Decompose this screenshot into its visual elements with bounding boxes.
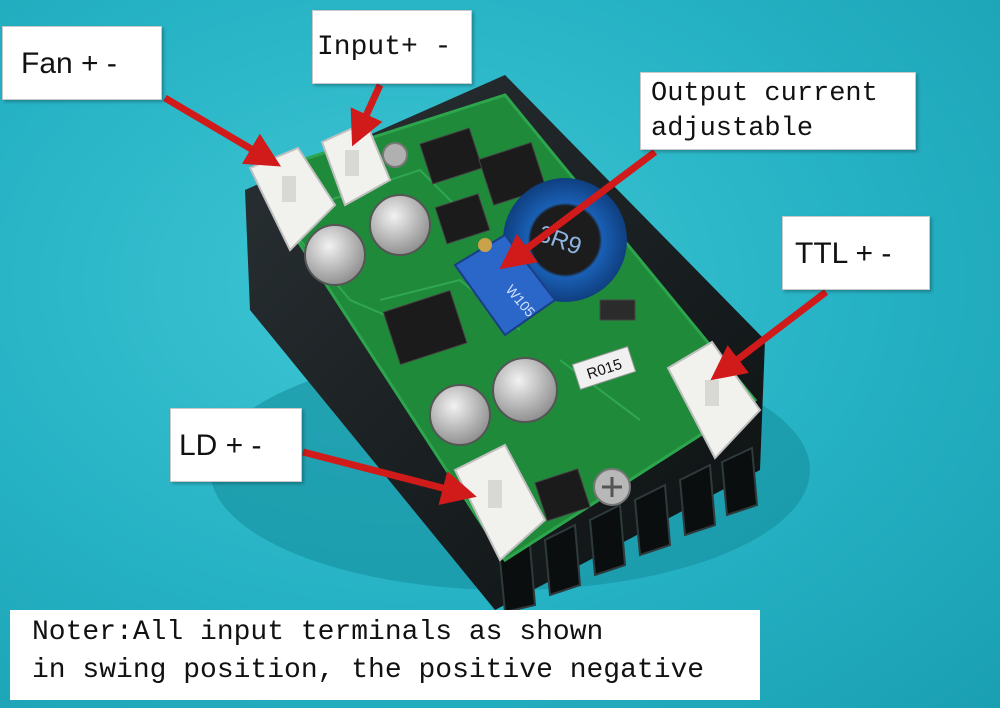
arrow-fan bbox=[163, 94, 282, 167]
sense-resistor: R015 bbox=[571, 346, 637, 390]
arrow-input bbox=[350, 83, 384, 147]
label-input: Input+ - bbox=[312, 10, 472, 84]
label-output-line1: Output current bbox=[651, 79, 878, 109]
note-box: Noter:All input terminals as shown in sw… bbox=[10, 610, 760, 700]
connector-ld bbox=[453, 443, 547, 562]
inductor: 3R9 bbox=[503, 178, 627, 302]
screw bbox=[382, 142, 631, 506]
annotation-arrows bbox=[163, 83, 829, 505]
arrow-output bbox=[499, 149, 658, 270]
label-fan: Fan + - bbox=[2, 26, 162, 100]
arrow-ld bbox=[302, 448, 477, 505]
note-line2: in swing position, the positive negative bbox=[32, 655, 705, 686]
label-output-current: Output current adjustable bbox=[640, 72, 916, 150]
label-ttl: TTL + - bbox=[782, 216, 930, 290]
potentiometer: W105 bbox=[453, 233, 557, 337]
note-line1: Noter:All input terminals as shown bbox=[32, 617, 604, 648]
capacitors bbox=[304, 194, 558, 446]
connector-fan bbox=[248, 146, 337, 252]
arrow-ttl bbox=[710, 289, 829, 381]
label-output-line2: adjustable bbox=[651, 114, 814, 144]
connector-ttl bbox=[666, 340, 762, 460]
label-ld: LD + - bbox=[170, 408, 302, 482]
chips bbox=[382, 127, 636, 522]
